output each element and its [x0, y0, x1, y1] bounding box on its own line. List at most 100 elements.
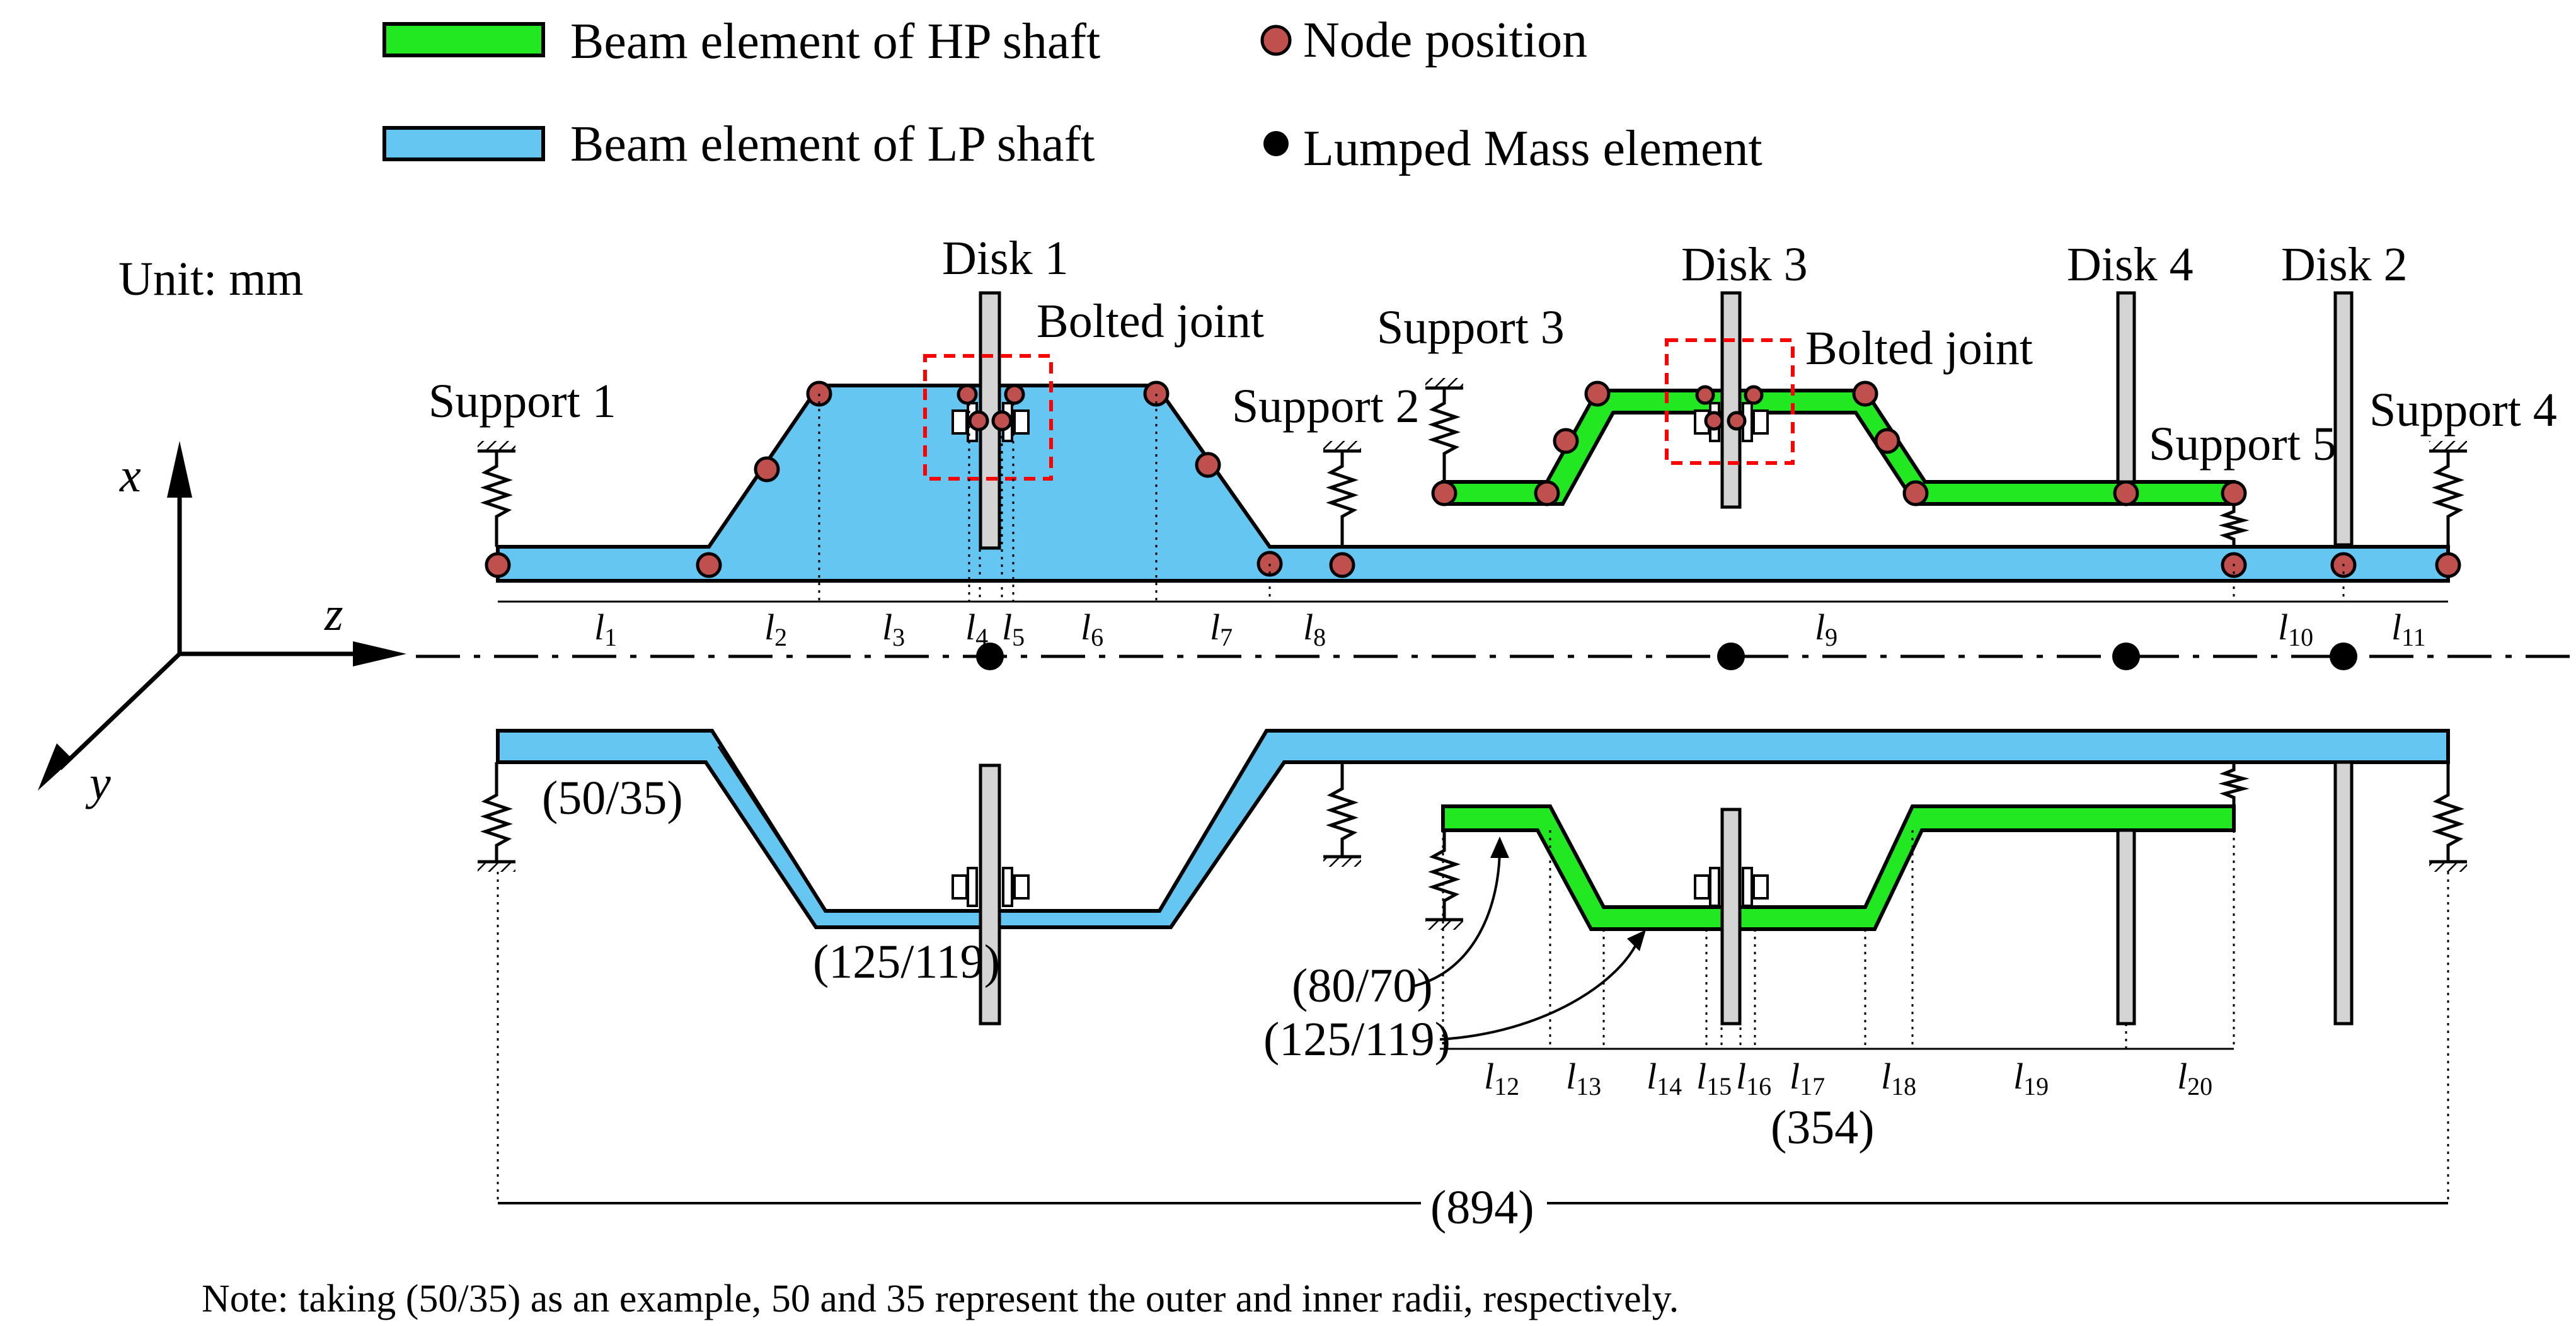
x-axis-arrow-icon: [167, 441, 192, 498]
segment-label-l11: l11: [2391, 607, 2426, 651]
node: [957, 384, 978, 405]
node: [696, 552, 722, 578]
lumped-mass: [1717, 643, 1745, 670]
segment-label-l13: l13: [1566, 1056, 1601, 1100]
segment-label-l14: l14: [1647, 1056, 1682, 1100]
lumped-mass: [976, 643, 1004, 670]
node: [991, 410, 1013, 432]
bolt-icon: [952, 402, 1030, 442]
legend-lp-swatch: [382, 126, 545, 161]
node: [1744, 385, 1764, 405]
node: [1704, 411, 1724, 431]
segment-label-l1: l1: [594, 607, 617, 651]
hp-length-label: (354): [1771, 1101, 1875, 1154]
arrow-head-icon: [1490, 837, 1509, 858]
node: [1902, 480, 1929, 506]
segment-label-l4: l4: [965, 607, 988, 651]
disk-2-upper: [2333, 291, 2354, 547]
disk-3-upper: [1720, 291, 1742, 509]
bolted-joint-1-label: Bolted joint: [1037, 295, 1264, 348]
segment-label-l19: l19: [2013, 1056, 2049, 1100]
support-2-label: Support 2: [1232, 380, 1420, 433]
segment-label-l20: l20: [2177, 1056, 2212, 1100]
segment-label-l12: l12: [1484, 1056, 1519, 1100]
support-4-spring-upper: [2429, 441, 2467, 547]
y-axis-label: y: [85, 757, 111, 809]
node: [968, 410, 989, 432]
node: [1329, 552, 1355, 578]
bolted-joint-1-highlight-box: [923, 354, 1053, 481]
node: [754, 456, 780, 483]
disk-4-upper: [2116, 291, 2136, 484]
disk-4-label: Disk 4: [2067, 238, 2194, 291]
node: [1534, 480, 1560, 506]
annotation-arrows: [1414, 847, 1640, 1041]
bolted-joints: [923, 338, 1795, 907]
node: [485, 552, 511, 578]
segment-label-l2: l2: [764, 607, 787, 651]
support-3-spring-upper: [1425, 378, 1463, 482]
bolted-joint-3-highlight-box: [1665, 338, 1795, 465]
segment-label-l15: l15: [1696, 1056, 1732, 1100]
segment-label-l8: l8: [1303, 607, 1326, 651]
supports: [478, 378, 2467, 930]
support-4-label: Support 4: [2369, 384, 2557, 437]
support-2-spring-lower: [1323, 762, 1361, 867]
segment-label-l7: l7: [1210, 607, 1233, 651]
disk-1-lower: [979, 763, 1001, 1026]
legend-lumped-label: Lumped Mass element: [1303, 121, 1762, 176]
z-axis-label: z: [324, 588, 343, 641]
disk-3-label: Disk 3: [1681, 238, 1808, 291]
node: [1195, 452, 1221, 478]
node: [1553, 428, 1579, 454]
legend: Beam element of HP shaft Beam element of…: [382, 13, 1762, 176]
lower-hp-shaft-body: [1441, 804, 2236, 931]
segment-label-l6: l6: [1081, 607, 1103, 651]
node: [1431, 480, 1458, 506]
y-axis-arrow-icon: [38, 743, 72, 791]
support-3-label: Support 3: [1377, 301, 1565, 354]
disk-3-lower: [1720, 808, 1742, 1026]
legend-lumped-marker: [1263, 131, 1289, 156]
arrow-head-icon: [1627, 930, 1646, 951]
node: [1004, 384, 1025, 405]
disk-2-lower: [2333, 760, 2354, 1026]
legend-node-label: Node position: [1303, 13, 1587, 68]
legend-hp-swatch: [382, 22, 545, 57]
lumped-masses: [976, 643, 2357, 670]
lumped-mass: [2112, 643, 2140, 670]
x-axis-label: x: [119, 449, 141, 502]
hp-radii-label-1: (80/70): [1292, 959, 1433, 1012]
support-1-spring-upper: [478, 441, 515, 547]
support-2-spring-upper: [1323, 441, 1361, 547]
node: [1695, 385, 1715, 405]
bolt-icon: [952, 867, 1030, 907]
support-4-spring-lower: [2429, 762, 2467, 872]
node: [1874, 428, 1900, 454]
disk-1-label: Disk 1: [942, 232, 1069, 285]
lp-radii-label-2: (125/119): [813, 935, 1000, 988]
node: [2435, 552, 2461, 578]
segment-label-l3: l3: [882, 607, 905, 651]
legend-lp-label: Beam element of LP shaft: [570, 117, 1095, 172]
unit-label: Unit: mm: [118, 253, 303, 306]
hp-radii-label-2: (125/119): [1263, 1013, 1451, 1066]
lp-radii-label-1: (50/35): [542, 772, 683, 825]
node: [2221, 480, 2247, 506]
support-5-spring-lower: [2218, 762, 2250, 806]
segment-label-l16: l16: [1736, 1056, 1771, 1100]
segment-label-l17: l17: [1790, 1056, 1825, 1100]
segment-label-l18: l18: [1881, 1056, 1916, 1100]
legend-hp-label: Beam element of HP shaft: [570, 14, 1100, 69]
support-1-spring-lower: [478, 762, 515, 872]
support-3-spring-lower: [1425, 830, 1463, 930]
disk-2-label: Disk 2: [2281, 238, 2408, 291]
disk-4-lower: [2116, 828, 2136, 1026]
legend-node-marker: [1260, 25, 1292, 56]
support-5-spring-upper: [2218, 504, 2250, 547]
z-axis-arrow-icon: [353, 641, 406, 666]
lumped-mass: [2330, 643, 2357, 670]
segment-label-l9: l9: [1815, 607, 1837, 651]
